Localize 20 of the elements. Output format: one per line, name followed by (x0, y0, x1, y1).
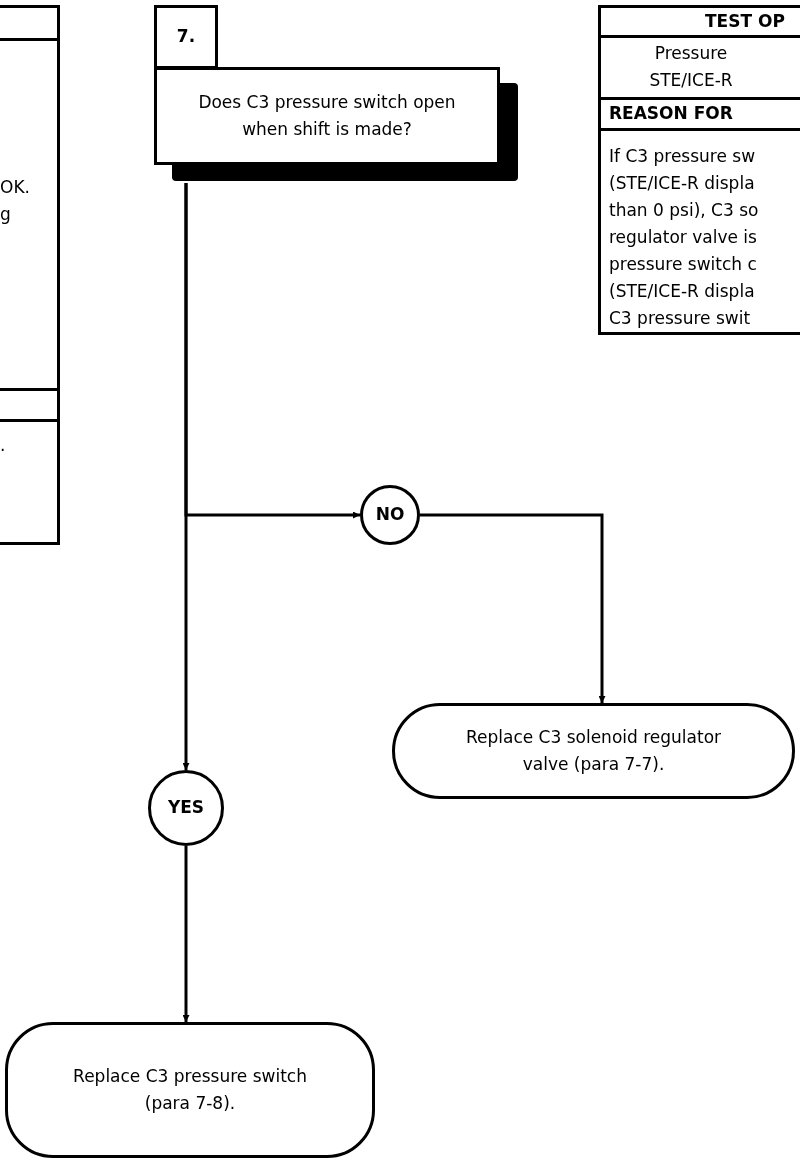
connector-arrow (182, 183, 190, 770)
panel-text: OK. g (0, 177, 30, 224)
answer-label: YES (167, 796, 205, 820)
action-text: Replace C3 solenoid regulator valve (para 7-7). (464, 726, 723, 776)
panel-text: . (0, 435, 6, 455)
info-table (598, 5, 800, 335)
table-heading: REASON FOR (609, 102, 733, 125)
table-heading: TEST OP (705, 9, 785, 33)
action-terminal (5, 1022, 375, 1158)
question-text: Does C3 pressure switch open when shift is made? (197, 91, 457, 141)
question-box (154, 67, 500, 165)
step-number-box (154, 5, 218, 69)
connector-arrow (182, 846, 190, 1022)
procedure-panel (0, 5, 60, 545)
answer-label: NO (375, 503, 405, 527)
table-text: If C3 pressure sw (STE/ICE-R displa than 0 psi), C3 so regulator valve is pressure switch c (STE/ICE-R displa C3 pressure swit (609, 145, 760, 330)
step-number: 7. (176, 25, 196, 49)
action-text: Replace C3 pressure switch (para 7-8). (72, 1065, 308, 1115)
connector-arrow (420, 513, 606, 703)
table-text: Pressure STE/ICE-R (648, 42, 734, 92)
